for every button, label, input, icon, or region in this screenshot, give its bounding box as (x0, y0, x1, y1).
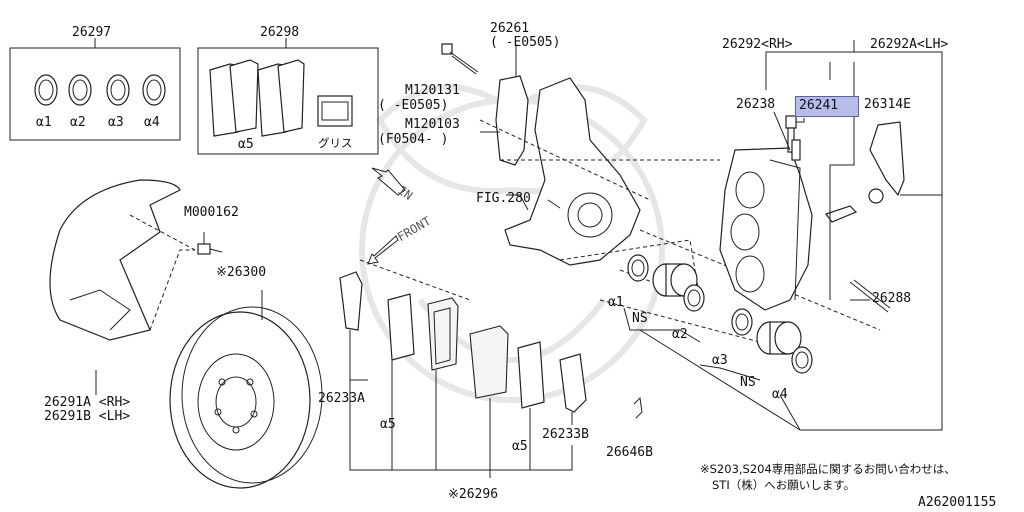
label-26261-range: ( -E0505) (490, 35, 561, 50)
bolt-m000162 (197, 232, 223, 255)
label-m120103-range: (F0504- ) (378, 132, 449, 147)
label-caliper-a1: α1 (608, 295, 624, 310)
brake-pads-a (339, 271, 459, 371)
label-a1: α1 (36, 115, 52, 130)
label-a3: α3 (108, 115, 124, 130)
label-26291a[interactable]: 26291A <RH> (44, 395, 131, 410)
guide-pin (849, 281, 889, 313)
caliper-bolt (441, 43, 479, 75)
pad-spring (869, 121, 905, 197)
label-ns-2: NS (740, 375, 756, 390)
label-grease: グリス (318, 136, 353, 150)
label-26292a-lh[interactable]: 26292A<LH> (870, 37, 949, 52)
shim-kit (209, 59, 353, 137)
label-26292-rh[interactable]: 26292<RH> (722, 37, 793, 52)
label-26261[interactable]: 26261 (490, 21, 530, 36)
label-m000162[interactable]: M000162 (184, 205, 239, 220)
seal-kit-rings (34, 74, 166, 106)
pad-pin (633, 396, 643, 419)
label-a4: α4 (144, 115, 160, 130)
diagram-id: A262001155 (918, 495, 997, 510)
label-26288[interactable]: 26288 (872, 291, 912, 306)
caliper-bracket (495, 75, 529, 166)
dust-cover (49, 179, 181, 341)
label-caliper-a4: α4 (772, 387, 788, 402)
label-26233b[interactable]: 26233B (542, 427, 589, 442)
brake-rotor (169, 306, 323, 489)
label-a5-box: α5 (238, 137, 254, 152)
box-26298 (197, 47, 379, 155)
label-26233a[interactable]: 26233A (318, 391, 365, 406)
brake-pads-b (469, 325, 587, 413)
in-arrow (371, 167, 406, 196)
label-26298[interactable]: 26298 (260, 25, 300, 40)
highlight-26241 (795, 96, 859, 117)
steering-knuckle (504, 77, 641, 266)
label-26297[interactable]: 26297 (72, 25, 112, 40)
label-m120131-range: ( -E0505) (378, 98, 449, 113)
label-26300[interactable]: ※26300 (216, 265, 267, 280)
label-caliper-a3: α3 (712, 353, 728, 368)
label-26296[interactable]: ※26296 (448, 487, 499, 502)
label-a5-left: α5 (380, 417, 396, 432)
note-line-2: STI（株）へお願いします。 (712, 478, 856, 492)
label-26238[interactable]: 26238 (736, 97, 776, 112)
label-26291b[interactable]: 26291B <LH> (44, 409, 131, 424)
brake-caliper (719, 147, 813, 311)
label-m120131[interactable]: M120131 (405, 83, 460, 98)
label-a2: α2 (70, 115, 86, 130)
label-ns-1: NS (632, 311, 648, 326)
label-m120103[interactable]: M120103 (405, 117, 460, 132)
label-26241[interactable]: 26241 (799, 98, 839, 113)
note-line-1: ※S203,S204専用部品に関するお問い合わせは、 (700, 462, 956, 476)
label-a5-right: α5 (512, 439, 528, 454)
piston-seals (627, 254, 813, 374)
label-26646b[interactable]: 26646B (606, 445, 653, 460)
label-caliper-a2: α2 (672, 327, 688, 342)
front-arrow (367, 235, 399, 265)
label-fig280[interactable]: FIG.280 (476, 191, 531, 206)
label-26314e[interactable]: 26314E (864, 97, 911, 112)
